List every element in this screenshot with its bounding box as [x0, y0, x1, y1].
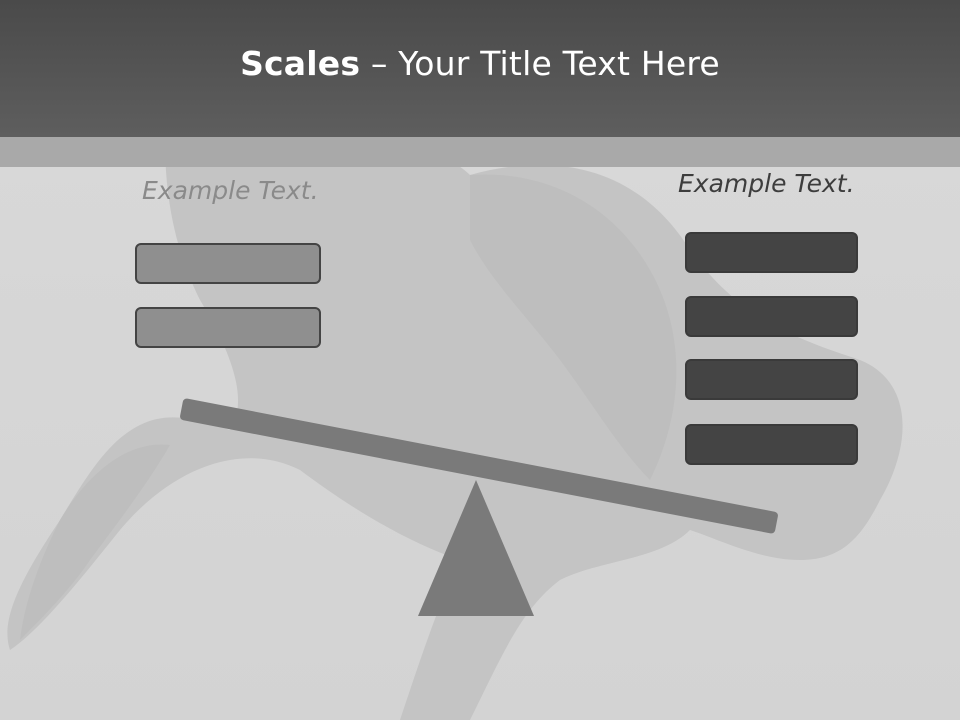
- right-box-2[interactable]: [685, 296, 858, 337]
- title-bold: Scales: [240, 44, 361, 83]
- left-label[interactable]: Example Text.: [142, 176, 319, 205]
- slide-title[interactable]: Scales – Your Title Text Here: [240, 44, 720, 83]
- title-sub-bar: [0, 137, 960, 167]
- left-box-2[interactable]: [135, 307, 321, 348]
- right-box-4[interactable]: [685, 424, 858, 465]
- right-box-3[interactable]: [685, 359, 858, 400]
- left-box-1[interactable]: [135, 243, 321, 284]
- title-bar: Scales – Your Title Text Here: [0, 0, 960, 137]
- right-label[interactable]: Example Text.: [678, 169, 855, 198]
- title-rest: – Your Title Text Here: [360, 44, 720, 83]
- scale-fulcrum[interactable]: [418, 480, 534, 617]
- right-box-1[interactable]: [685, 232, 858, 273]
